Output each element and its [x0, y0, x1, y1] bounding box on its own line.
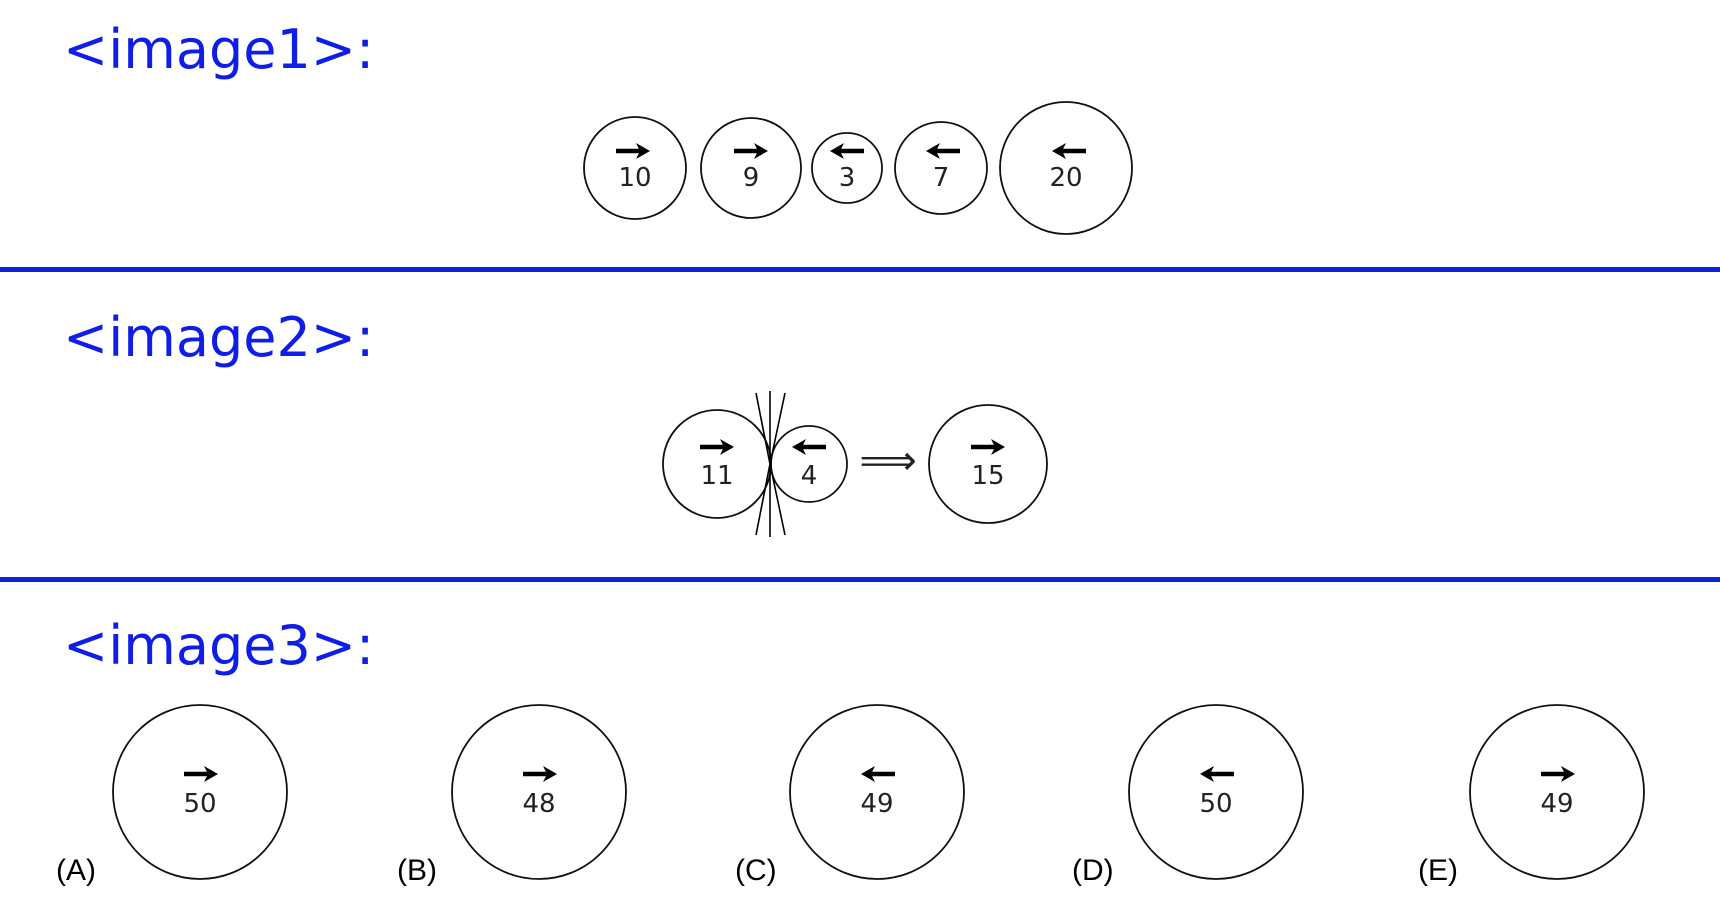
- option-mass-label: 49: [1540, 789, 1573, 819]
- arrow-icon: [926, 143, 960, 159]
- impact-lines: [755, 391, 786, 537]
- ball-mass-label: 10: [618, 163, 651, 193]
- arrow-icon: [1200, 766, 1234, 782]
- arrow-icon: [792, 439, 826, 455]
- arrow-icon: [1052, 143, 1086, 159]
- ball-mass-label: 4: [801, 461, 818, 491]
- image1-ball-4: 7: [894, 121, 988, 215]
- option-letter: (A): [56, 854, 96, 887]
- ball-mass-label: 11: [700, 461, 733, 491]
- ball-mass-label: 7: [933, 163, 950, 193]
- image3-label: <image3>:: [63, 614, 375, 677]
- image1-label: <image1>:: [63, 18, 375, 81]
- option-letter: (C): [735, 854, 777, 887]
- image1-ball-3: 3: [811, 132, 883, 204]
- option-c[interactable]: 49 (C): [735, 704, 965, 887]
- option-letter: (E): [1418, 854, 1458, 887]
- arrow-icon: [734, 143, 768, 159]
- implies-arrow-icon: ⟹: [859, 438, 916, 484]
- ball-mass-label: 9: [743, 163, 760, 193]
- arrow-icon: [184, 766, 218, 782]
- image2-label: <image2>:: [63, 306, 375, 369]
- option-mass-label: 50: [1199, 789, 1232, 819]
- image1-ball-2: 9: [700, 117, 802, 219]
- image2-ball-before-1: 11: [662, 409, 772, 519]
- arrow-icon: [861, 766, 895, 782]
- arrow-icon: [616, 143, 650, 159]
- ball-mass-label: 15: [971, 461, 1004, 491]
- arrow-icon: [971, 439, 1005, 455]
- option-e[interactable]: 49 (E): [1418, 704, 1645, 887]
- option-mass-label: 49: [860, 789, 893, 819]
- option-letter: (B): [397, 854, 437, 887]
- option-d[interactable]: 50 (D): [1072, 704, 1304, 887]
- option-letter: (D): [1072, 854, 1114, 887]
- image2-ball-after: 15: [928, 404, 1048, 524]
- option-a[interactable]: 50 (A): [56, 704, 288, 887]
- arrow-icon: [523, 766, 557, 782]
- arrow-icon: [830, 143, 864, 159]
- arrow-icon: [1541, 766, 1575, 782]
- image1-ball-5: 20: [999, 101, 1133, 235]
- image1-ball-1: 10: [583, 116, 687, 220]
- section-divider-2: [0, 577, 1720, 582]
- option-mass-label: 48: [522, 789, 555, 819]
- option-mass-label: 50: [183, 789, 216, 819]
- arrow-icon: [700, 439, 734, 455]
- ball-mass-label: 20: [1049, 163, 1082, 193]
- section-divider-1: [0, 267, 1720, 272]
- ball-mass-label: 3: [839, 163, 856, 193]
- image2-ball-before-2: 4: [770, 425, 848, 503]
- option-b[interactable]: 48 (B): [397, 704, 627, 887]
